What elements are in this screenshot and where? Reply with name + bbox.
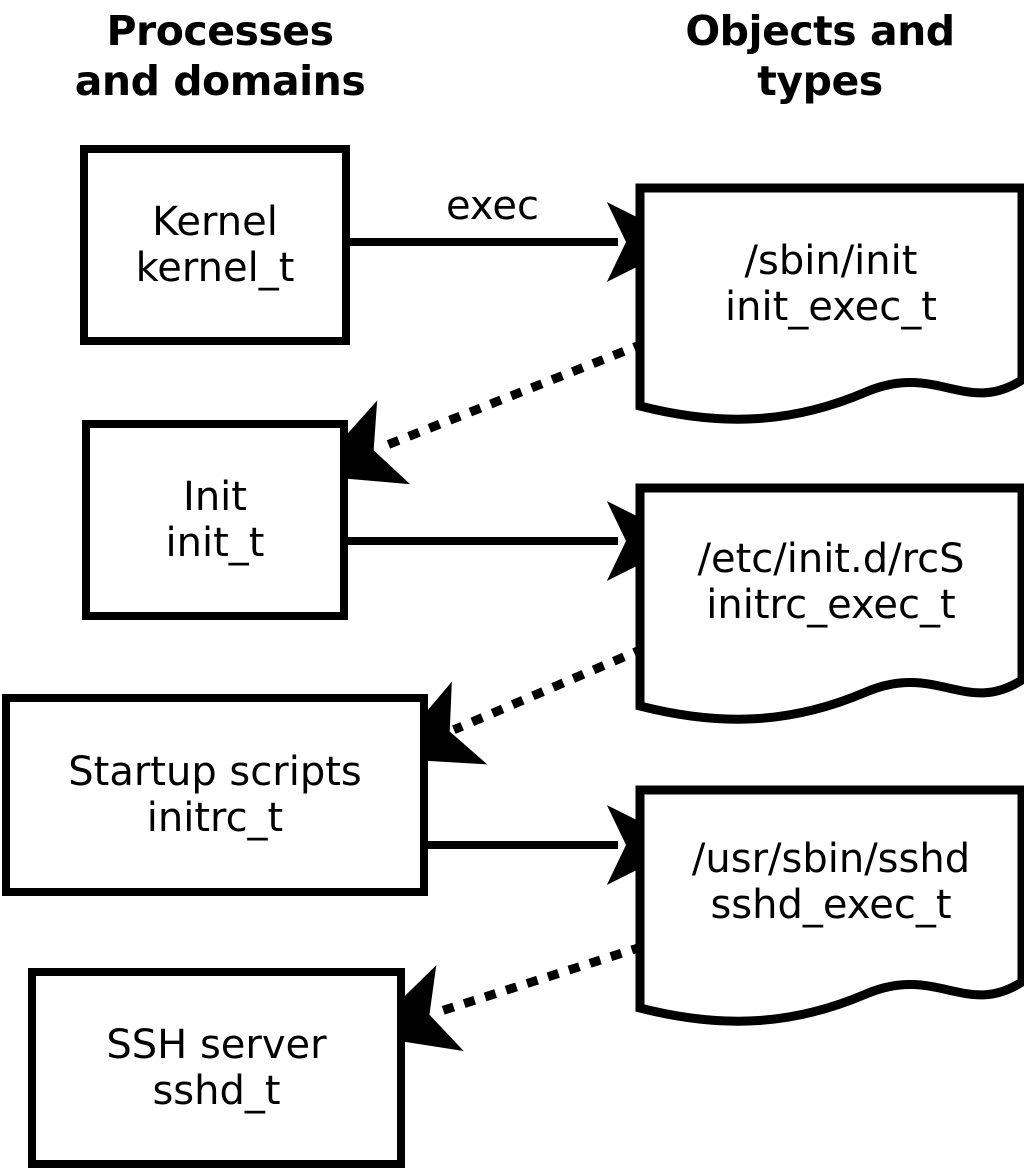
process-box-sshd[interactable]: SSH server sshd_t xyxy=(28,968,405,1168)
process-box-sshd-type: sshd_t xyxy=(152,1068,281,1114)
column-heading-objects: Objects and types xyxy=(685,7,955,106)
process-box-kernel-name: Kernel xyxy=(152,199,278,245)
document-shape-outline xyxy=(635,785,1024,1026)
object-document-init_exec[interactable]: /sbin/init init_exec_t xyxy=(635,183,1024,444)
object-document-initrc_exec[interactable]: /etc/init.d/rcS initrc_exec_t xyxy=(635,483,1024,744)
process-box-init[interactable]: Init init_t xyxy=(82,420,348,620)
process-box-sshd-name: SSH server xyxy=(106,1022,327,1068)
document-shape-outline xyxy=(635,483,1024,724)
process-box-initrc[interactable]: Startup scripts initrc_t xyxy=(2,694,428,896)
process-box-kernel-type: kernel_t xyxy=(135,245,295,291)
edge-label-exec: exec xyxy=(446,183,539,229)
column-heading-processes: Processes and domains xyxy=(74,7,366,106)
object-document-sshd_exec-path: /usr/sbin/sshd xyxy=(691,836,971,882)
object-document-initrc_exec-type: initrc_exec_t xyxy=(706,582,956,628)
object-document-sshd_exec[interactable]: /usr/sbin/sshd sshd_exec_t xyxy=(635,785,1024,1046)
object-document-init_exec-path: /sbin/init xyxy=(744,238,918,284)
object-document-sshd_exec-type: sshd_exec_t xyxy=(710,882,952,928)
process-box-initrc-name: Startup scripts xyxy=(68,749,362,795)
process-box-initrc-type: initrc_t xyxy=(146,795,284,841)
object-document-init_exec-type: init_exec_t xyxy=(725,284,937,330)
object-document-initrc_exec-path: /etc/init.d/rcS xyxy=(697,536,965,582)
edge-sshd_exec-transition-sshd xyxy=(364,942,644,1052)
process-box-init-name: Init xyxy=(183,474,247,520)
edge-initrc_exec-transition-initrc xyxy=(386,644,646,765)
process-box-kernel[interactable]: Kernel kernel_t xyxy=(80,145,350,345)
process-box-init-type: init_t xyxy=(165,520,265,566)
document-shape-outline xyxy=(635,183,1024,424)
edge-init_exec-transition-init xyxy=(310,339,646,485)
